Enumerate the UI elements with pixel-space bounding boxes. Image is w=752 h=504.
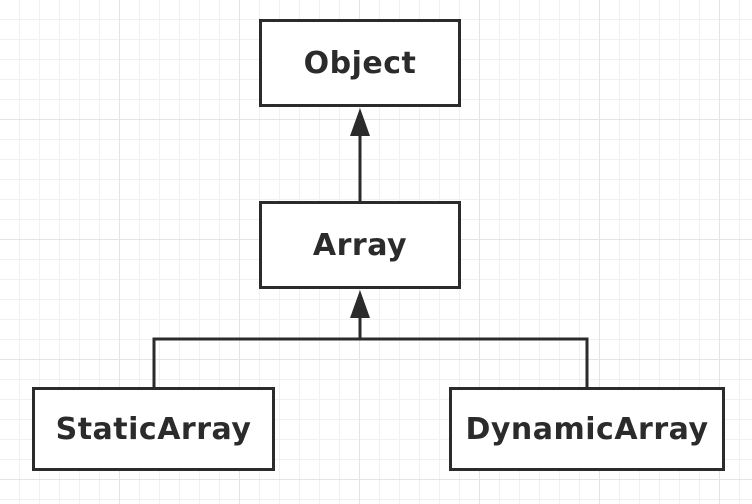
node-dynamic-array[interactable]: DynamicArray — [449, 387, 725, 471]
inheritance-arrowhead — [350, 290, 370, 318]
node-label: Object — [303, 45, 417, 81]
node-label: StaticArray — [55, 411, 252, 447]
node-object[interactable]: Object — [259, 19, 461, 107]
node-array[interactable]: Array — [259, 201, 461, 289]
node-label: DynamicArray — [465, 411, 709, 447]
node-label: Array — [312, 227, 408, 263]
inheritance-arrowhead — [350, 108, 370, 136]
edge-staticarray-to-array — [152, 337, 360, 387]
node-static-array[interactable]: StaticArray — [32, 387, 275, 471]
edge-dynamicarray-to-array — [360, 337, 589, 387]
